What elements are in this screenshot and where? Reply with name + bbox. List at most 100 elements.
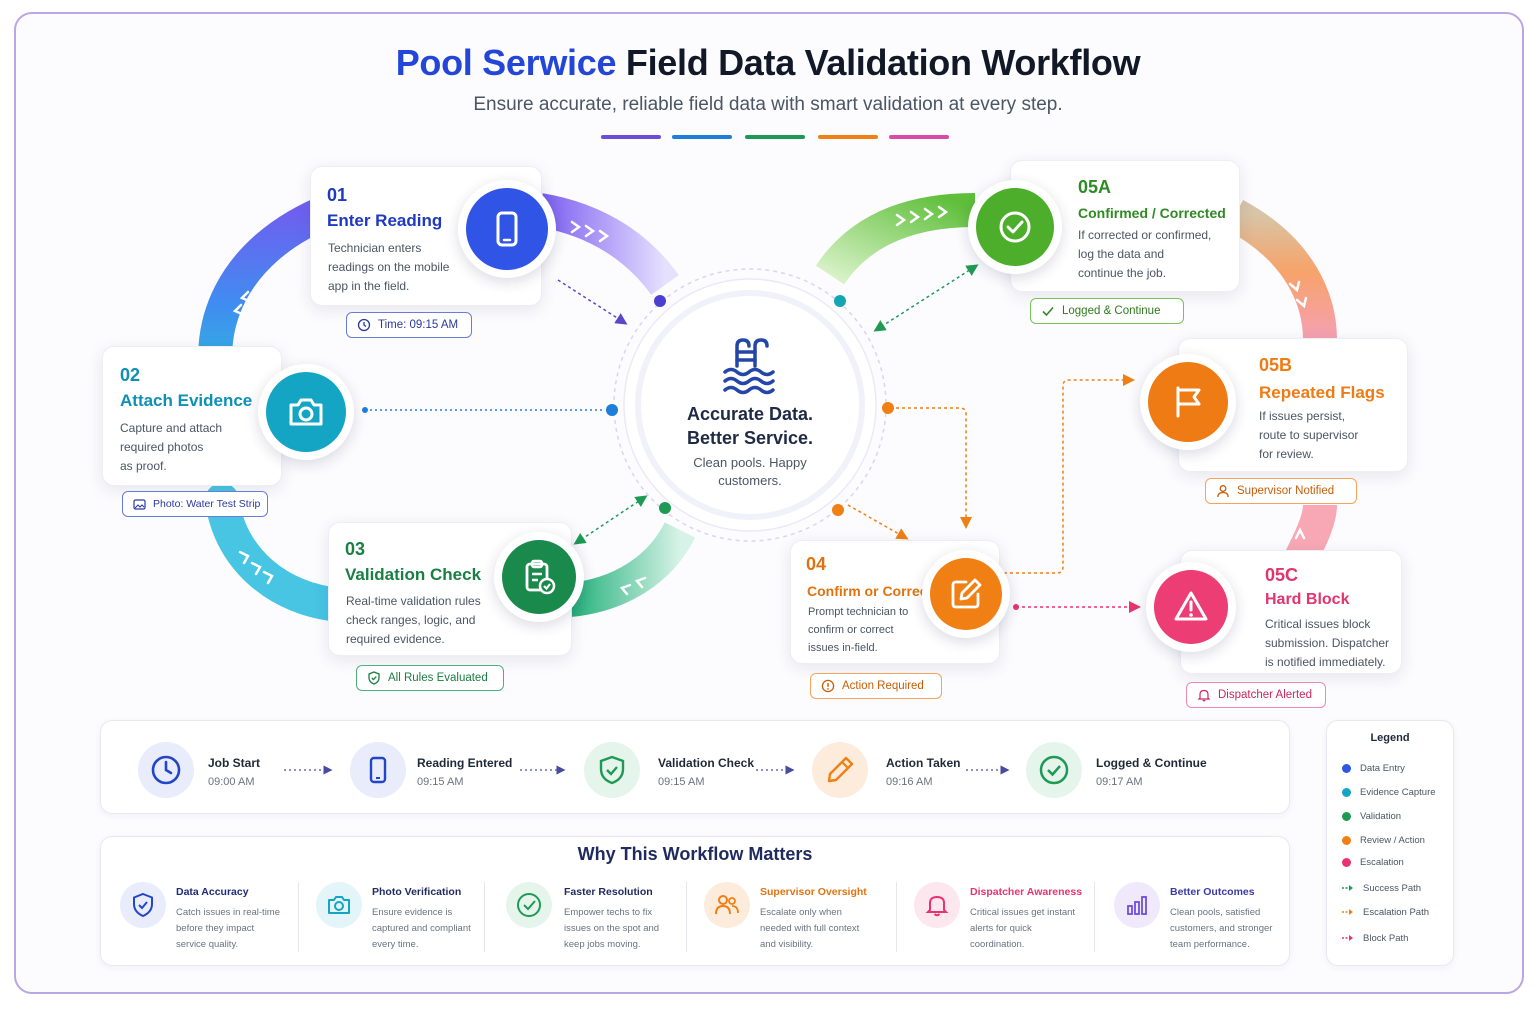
why-title: Why This Workflow Matters	[577, 844, 813, 864]
why-divider	[298, 882, 299, 952]
step-title: Hard Block	[1265, 591, 1350, 608]
timeline-icon	[350, 742, 406, 798]
why-divider	[686, 882, 687, 952]
legend-title: Legend	[1370, 732, 1410, 744]
legend-item: Data Entry	[1342, 760, 1405, 776]
legend-dot	[1342, 763, 1351, 773]
check-circle-icon	[1039, 755, 1069, 785]
step-tag-label: Action Required	[842, 680, 924, 692]
legend-dot	[1342, 787, 1351, 797]
timeline-icon	[584, 742, 640, 798]
pencil-icon	[827, 756, 854, 783]
legend-arrow-icon	[1342, 885, 1353, 891]
why-item-text: Ensure evidence is captured and complian…	[372, 907, 471, 950]
step-04-icon-circle	[922, 550, 1010, 638]
step-number: 04	[806, 554, 827, 574]
center-title: Accurate Data. Better Service.	[640, 402, 860, 450]
why-item-text: Catch issues in real-time before they im…	[176, 907, 281, 950]
step-number: 05A	[1078, 177, 1112, 197]
why-item-title: Supervisor Oversight	[760, 886, 867, 898]
camera-icon	[328, 896, 350, 914]
timeline-label: Job Start	[208, 756, 261, 770]
step-tag-label: Supervisor Notified	[1237, 485, 1335, 497]
step-05b-card[interactable]: 05B Repeated Flags If issues persist,rou…	[1178, 338, 1408, 472]
divider-bar-orange	[818, 135, 878, 139]
step-title: Repeated Flags	[1259, 383, 1385, 402]
legend-item: Block Path	[1342, 930, 1408, 946]
step-05a-tag: Logged & Continue	[1030, 298, 1184, 324]
why-icon	[506, 882, 552, 928]
step-tag-label: Dispatcher Alerted	[1218, 689, 1312, 701]
step-number: 01	[327, 185, 348, 205]
timeline-time: 09:17 AM	[1096, 776, 1143, 788]
step-05b-tag: Supervisor Notified	[1205, 478, 1357, 504]
legend-item: Evidence Capture	[1342, 784, 1436, 800]
step-title: Attach Evidence	[120, 391, 253, 410]
camera-icon	[289, 398, 323, 426]
title-accent: Pool Serwice	[395, 42, 617, 83]
step-title: Validation Check	[345, 565, 482, 584]
step-01-icon-circle	[458, 180, 556, 278]
step-title: Enter Reading	[327, 211, 443, 230]
step-tag-label: Time: 09:15 AM	[378, 319, 459, 331]
legend-label: Review / Action	[1360, 834, 1425, 846]
center-sub-line2: customers.	[718, 473, 782, 488]
why-divider	[896, 882, 897, 952]
shield-check-icon	[599, 755, 625, 785]
check-circle-icon	[999, 211, 1031, 243]
step-description: If corrected or confirmed,log the data a…	[1078, 228, 1212, 280]
timeline-time: 09:16 AM	[886, 776, 933, 788]
why-item-text: Critical issues get instant alerts for q…	[970, 907, 1076, 950]
legend-label: Validation	[1360, 810, 1402, 822]
timeline-label: Action Taken	[886, 756, 961, 770]
divider-bar-pink	[889, 135, 949, 139]
step-title: Confirmed / Corrected	[1078, 205, 1226, 221]
legend-label: Block Path	[1363, 932, 1409, 944]
why-item-text: Escalate only when needed with full cont…	[760, 907, 860, 950]
users-icon	[715, 895, 739, 915]
alert-circle-icon	[821, 679, 835, 693]
legend-item: Review / Action	[1342, 832, 1425, 848]
timeline-time: 09:15 AM	[417, 776, 464, 788]
timeline-time: 09:15 AM	[658, 776, 705, 788]
divider-bar-purple	[601, 135, 661, 139]
user-icon	[1217, 485, 1229, 498]
smartphone-icon	[496, 211, 518, 247]
legend-dot	[1342, 811, 1351, 821]
timeline-time: 09:00 AM	[208, 776, 255, 788]
image-icon	[133, 498, 146, 510]
timeline-icon	[1026, 742, 1082, 798]
bell-icon	[1197, 689, 1211, 702]
why-item-text: Clean pools, satisfied customers, and st…	[1170, 907, 1273, 950]
timeline-icon	[138, 742, 194, 798]
step-05c-icon-circle	[1146, 562, 1236, 652]
step-03-tag: All Rules Evaluated	[356, 665, 504, 691]
clock-icon	[151, 755, 181, 785]
legend-label: Success Path	[1363, 882, 1422, 894]
step-03-icon-circle	[494, 532, 584, 622]
step-number: 05C	[1265, 565, 1299, 585]
legend-dot	[1342, 857, 1351, 867]
bar-chart-icon	[1127, 896, 1147, 915]
check-circle-icon	[517, 893, 541, 917]
legend-dot	[1342, 835, 1351, 845]
step-05c-tag: Dispatcher Alerted	[1186, 682, 1326, 708]
step-number: 03	[345, 539, 366, 559]
clock-icon	[357, 318, 371, 332]
step-number: 05B	[1259, 355, 1293, 375]
warning-icon	[1174, 591, 1208, 621]
legend-item: Success Path	[1342, 880, 1421, 896]
timeline-label: Logged & Continue	[1096, 756, 1207, 770]
timeline-panel	[100, 720, 1290, 814]
step-tag-label: Photo: Water Test Strip	[153, 498, 261, 510]
edit-icon	[951, 578, 982, 609]
legend-label: Escalation	[1360, 856, 1404, 868]
why-item-title: Faster Resolution	[564, 886, 653, 898]
